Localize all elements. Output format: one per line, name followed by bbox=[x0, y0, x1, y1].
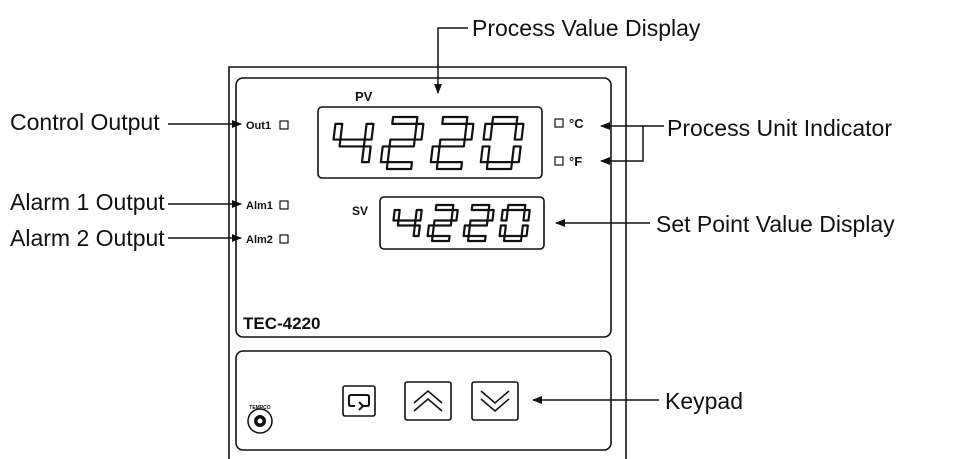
alm1-led-icon bbox=[279, 200, 289, 210]
sv-digits-segment bbox=[466, 234, 487, 243]
sv-digits-segment bbox=[506, 203, 527, 212]
pv-digits-segment bbox=[441, 115, 469, 125]
pv-digits-segment bbox=[513, 122, 525, 141]
up-key-icon[interactable] bbox=[404, 381, 452, 421]
sv-digits-segment bbox=[522, 208, 531, 222]
svg-text:Set Point Value Display: Set Point Value Display bbox=[656, 211, 895, 237]
keypad bbox=[342, 381, 519, 421]
pv-digits-segment bbox=[482, 122, 494, 141]
pv-digits-segment bbox=[463, 122, 475, 141]
sv-digits-segment bbox=[486, 208, 495, 222]
svg-text:°F: °F bbox=[569, 154, 582, 169]
svg-text:Process Unit Indicator: Process Unit Indicator bbox=[667, 115, 892, 141]
pv-digits-segment bbox=[510, 145, 522, 164]
sv-digits-segment bbox=[520, 224, 529, 238]
pv-digits-segment bbox=[479, 145, 491, 164]
sv-display: SV bbox=[352, 196, 545, 250]
unit-celsius: °C bbox=[554, 116, 584, 131]
sv-digits-segment bbox=[502, 234, 523, 243]
sv-digits-segment bbox=[470, 203, 491, 212]
sv-digits bbox=[392, 203, 531, 243]
sv-digits-segment bbox=[498, 224, 507, 238]
svg-text:Process Value Display: Process Value Display bbox=[472, 15, 701, 41]
pv-digits-segment bbox=[332, 122, 344, 141]
pv-digits-segment bbox=[338, 138, 366, 148]
callout-process-unit-indicator: Process Unit Indicator bbox=[600, 115, 892, 165]
svg-text:Alm2: Alm2 bbox=[246, 234, 273, 246]
callout-alarm1-output: Alarm 1 Output bbox=[10, 189, 242, 215]
sv-label: SV bbox=[352, 204, 368, 218]
indicator-alm1: Alm1 bbox=[246, 200, 289, 212]
callout-control-output: Control Output bbox=[10, 109, 242, 135]
tempco-logo: TEMPCO bbox=[247, 405, 273, 434]
pv-label: PV bbox=[355, 89, 373, 104]
sv-digits-segment bbox=[432, 219, 453, 227]
pv-digits-segment bbox=[438, 138, 466, 148]
pv-digits-segment bbox=[429, 145, 441, 164]
sv-digits-segment bbox=[396, 219, 417, 227]
svg-text:Keypad: Keypad bbox=[665, 388, 743, 414]
callout-keypad: Keypad bbox=[532, 388, 743, 414]
model-name: TEC-4220 bbox=[243, 314, 320, 333]
callout-process-value-display: Process Value Display bbox=[434, 15, 701, 94]
sv-digits-segment bbox=[468, 219, 489, 227]
indicator-alm2: Alm2 bbox=[246, 234, 289, 246]
pv-digits bbox=[332, 115, 525, 171]
sv-digits-segment bbox=[426, 224, 435, 238]
out1-led-icon bbox=[279, 120, 289, 130]
pv-display: PV bbox=[317, 89, 543, 179]
svg-text:°C: °C bbox=[569, 116, 584, 131]
svg-text:Alarm 2 Output: Alarm 2 Output bbox=[10, 225, 165, 251]
callout-set-point-value-display: Set Point Value Display bbox=[555, 211, 895, 237]
pv-digits-segment bbox=[363, 122, 375, 141]
down-key-icon[interactable] bbox=[471, 381, 519, 421]
sv-digits-segment bbox=[392, 208, 401, 222]
unit-fahrenheit: °F bbox=[554, 154, 582, 169]
sv-digits-segment bbox=[414, 208, 423, 222]
fahrenheit-led-icon bbox=[554, 156, 564, 166]
pv-digits-segment bbox=[360, 145, 372, 164]
sv-digits-segment bbox=[500, 208, 509, 222]
pv-digits-segment bbox=[491, 115, 519, 125]
pv-digits-segment bbox=[388, 138, 416, 148]
pv-digits-segment bbox=[385, 161, 414, 171]
sv-digits-segment bbox=[450, 208, 459, 222]
pv-digits-segment bbox=[435, 161, 464, 171]
svg-text:Alarm 1 Output: Alarm 1 Output bbox=[10, 189, 165, 215]
callout-alarm2-output: Alarm 2 Output bbox=[10, 225, 242, 251]
indicator-out1: Out1 bbox=[246, 120, 289, 132]
svg-text:TEMPCO: TEMPCO bbox=[249, 405, 271, 411]
sv-digits-segment bbox=[412, 224, 421, 238]
alm2-led-icon bbox=[279, 234, 289, 244]
svg-text:Control Output: Control Output bbox=[10, 109, 160, 135]
sv-digits-segment bbox=[434, 203, 455, 212]
pv-digits-segment bbox=[391, 115, 419, 125]
pv-digits-segment bbox=[413, 122, 425, 141]
svg-text:Alm1: Alm1 bbox=[246, 200, 273, 212]
svg-text:Out1: Out1 bbox=[246, 120, 271, 132]
sv-digits-segment bbox=[430, 234, 451, 243]
celsius-led-icon bbox=[554, 118, 564, 128]
pv-digits-segment bbox=[485, 161, 514, 171]
scroll-key-icon[interactable] bbox=[342, 385, 376, 417]
sv-digits-segment bbox=[462, 224, 471, 238]
pv-digits-segment bbox=[379, 145, 391, 164]
